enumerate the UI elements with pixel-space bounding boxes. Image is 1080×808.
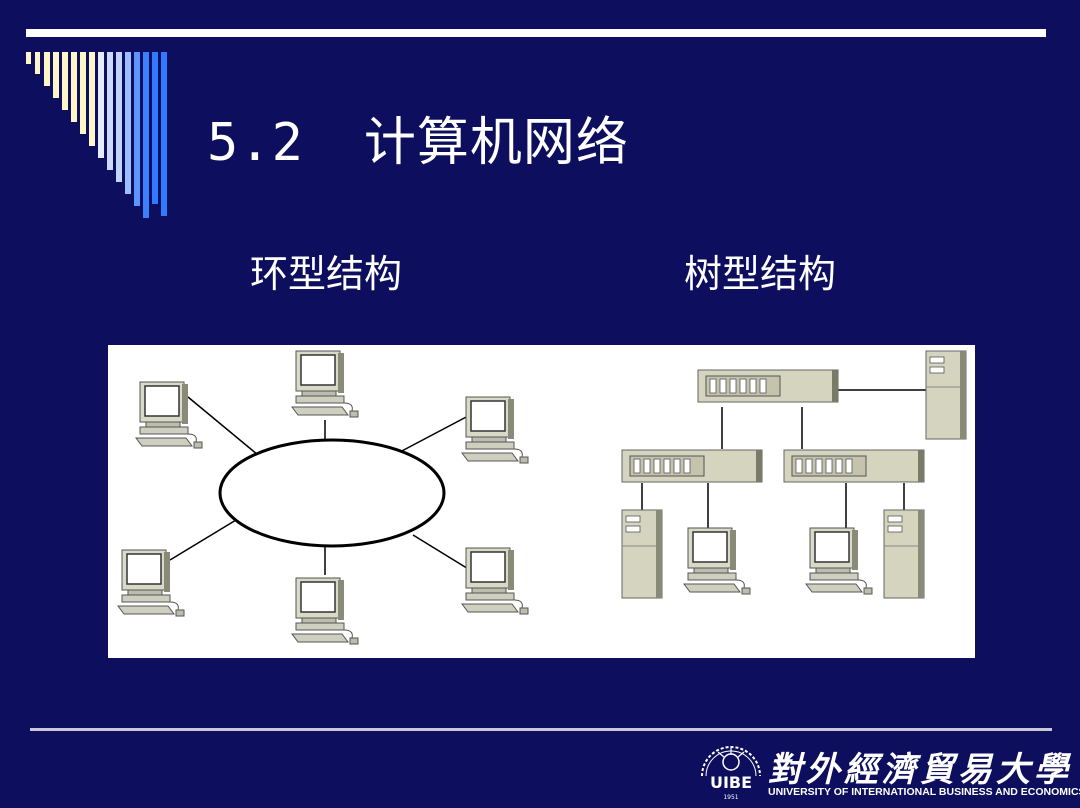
logo-year: 1951 xyxy=(723,794,738,801)
desktop-computer-icon xyxy=(683,527,751,595)
desktop-computer-icon xyxy=(291,350,359,418)
tower-server-icon xyxy=(883,509,925,599)
tower-server-icon xyxy=(621,509,663,599)
network-hub-icon xyxy=(783,449,925,483)
bottom-divider xyxy=(30,728,1052,731)
logo-abbreviation: UIBE xyxy=(710,773,752,792)
desktop-computer-icon xyxy=(135,381,203,449)
topology-illustration xyxy=(117,350,967,645)
desktop-computer-icon xyxy=(117,549,185,617)
section-title: 计算机网络 xyxy=(363,113,629,173)
top-divider xyxy=(26,29,1046,37)
ring-topology xyxy=(117,350,529,645)
uibe-logo-icon: UIBE 1951 xyxy=(701,746,761,801)
network-hub-icon xyxy=(697,369,839,403)
tree-topology xyxy=(621,350,967,599)
ring-topology-caption: 环型结构 xyxy=(250,252,403,296)
slide-title: 5.2 计算机网络 xyxy=(207,100,629,175)
desktop-computer-icon xyxy=(805,527,873,595)
desktop-computer-icon xyxy=(291,577,359,645)
ring-ellipse xyxy=(218,438,446,548)
section-number: 5.2 xyxy=(207,113,304,173)
university-name-en: UNIVERSITY OF INTERNATIONAL BUSINESS AND… xyxy=(768,786,1080,798)
network-hub-icon xyxy=(621,449,763,483)
tree-topology-caption: 树型结构 xyxy=(684,252,837,296)
university-name-cn: 對外經濟貿易大學 xyxy=(768,750,1072,790)
desktop-computer-icon xyxy=(461,547,529,615)
tower-server-icon xyxy=(925,350,967,440)
network-topology-diagram xyxy=(108,345,975,658)
desktop-computer-icon xyxy=(461,396,529,464)
corner-stripes-decoration xyxy=(26,52,167,218)
